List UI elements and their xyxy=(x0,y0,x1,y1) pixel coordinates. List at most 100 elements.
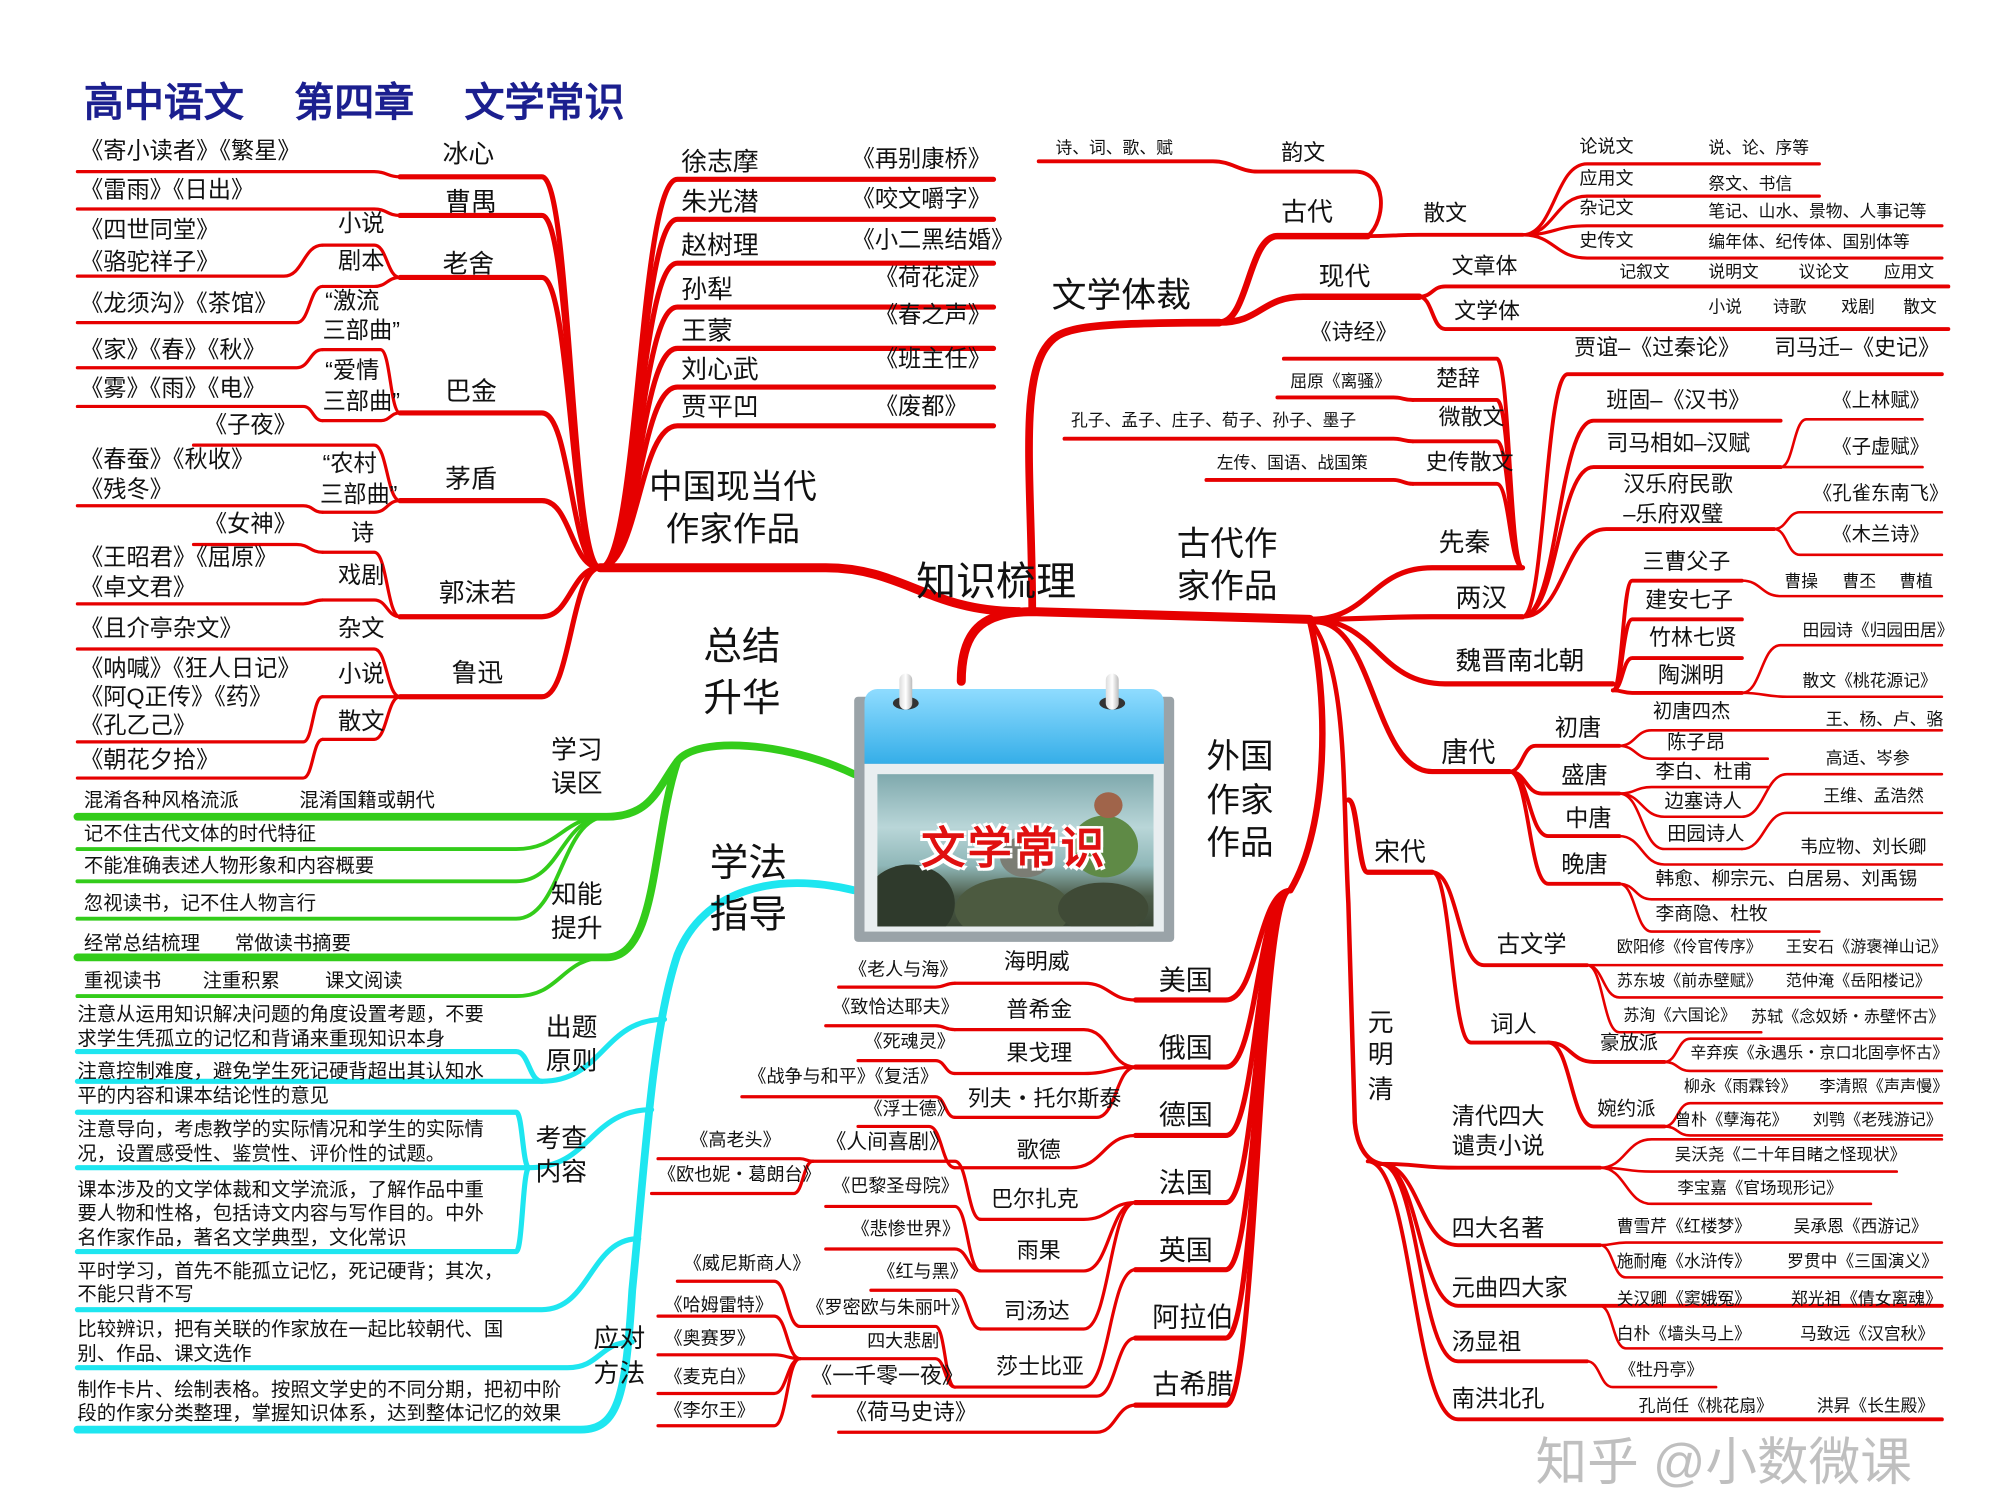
node-ancient-ymq-condemn-label-1: 谴责小说 xyxy=(1451,1132,1545,1159)
connector-line xyxy=(649,1159,815,1196)
connector-line xyxy=(1287,616,1326,894)
connector-line xyxy=(953,981,1138,1002)
center-calendar-image: 文学常识 xyxy=(854,673,1175,942)
node-ancient-weijin-groups-2: 竹林七贤 xyxy=(1649,626,1737,651)
node-modern-maodun-rural-1: 三部曲” xyxy=(319,481,398,507)
connector-line xyxy=(191,443,402,503)
connector-line xyxy=(1663,1060,1944,1073)
connector-line xyxy=(675,1279,802,1329)
node-ancient-weijin-cao-2: 曹植 xyxy=(1899,571,1933,591)
connector-line xyxy=(824,1204,983,1273)
connector-line xyxy=(811,1159,983,1221)
node-ancient-preqin-chuci: 楚辞 xyxy=(1436,367,1480,392)
node-foreign-england-name: 英国 xyxy=(1158,1236,1213,1266)
node-ancient-tang-names-4: 韩愈、柳宗元、白居易、刘禹锡 xyxy=(1655,869,1918,891)
node-ancient-preqin-label: 先秦 xyxy=(1438,528,1491,557)
connector-line xyxy=(75,647,402,699)
node-ancient-ymq-yuanqu-works-1: 郑光祖《倩女离魂》 xyxy=(1790,1288,1942,1309)
node-genres-ancient-types-1-1: 祭文、书信 xyxy=(1708,174,1793,194)
watermark: 知乎 @小数微课 xyxy=(1535,1434,1912,1492)
connector-line xyxy=(1520,527,1777,619)
node-modern-maodun-ziye: 《子夜》 xyxy=(203,411,297,438)
connector-line xyxy=(953,1028,1138,1069)
node-foreign-france-balzac-works-0: 《人间喜剧》 xyxy=(825,1131,950,1154)
node-ancient-tang-periods-3: 晚唐 xyxy=(1561,851,1608,878)
node-ancient-weijin-tao-0: 田园诗《归园田居》 xyxy=(1802,620,1954,640)
connector-line xyxy=(1598,1243,1944,1279)
connector-line xyxy=(1585,963,1763,1034)
node-genres-ancient-types-1-0: 应用文 xyxy=(1579,168,1634,189)
node-genres-ancient-label: 古代 xyxy=(1281,198,1333,227)
calendar-title: 文学常识 xyxy=(921,824,1108,874)
node-ancient-han-items-2: 班固–《汉书》 xyxy=(1606,388,1751,414)
node-ancient-han-yuefu-works-0: 《孔雀东南飞》 xyxy=(1812,482,1949,505)
node-ancient-han-items-3: 司马相如–汉赋 xyxy=(1606,431,1751,457)
node-ancient-weijin-groups-0: 三曹父子 xyxy=(1642,550,1731,575)
node-modern-luxun-novel-works-2: 《孔乙己》 xyxy=(79,712,197,738)
node-summary-improve-items-3: 注重积累 xyxy=(202,969,281,992)
connector-line xyxy=(397,274,603,571)
connector-line xyxy=(1546,1040,1667,1129)
node-ancient-ymq-condemn-works-2: 吴沃尧《二十年目睹之怪现状》 xyxy=(1674,1144,1906,1164)
connector-line xyxy=(1663,1125,1944,1137)
connector-line xyxy=(320,499,402,514)
connector-line xyxy=(1740,579,1944,598)
connector-line xyxy=(75,955,609,999)
node-foreign-england-tragedy-works-3: 《李尔王》 xyxy=(664,1400,755,1422)
node-genres-modern-essay-items-1: 说明文 xyxy=(1708,261,1759,282)
node-modern-others-0-work: 《再别康桥》 xyxy=(851,145,991,172)
node-foreign-france-balzac-works-2: 《欧也妮・葛朗台》 xyxy=(658,1164,821,1185)
node-genres-modern-essay-items-0: 记叙文 xyxy=(1619,261,1670,282)
node-ancient-tang-poets-2: 李白、杜甫 xyxy=(1655,760,1753,783)
node-genres-ancient-verse-items: 诗、词、歌、赋 xyxy=(1055,137,1173,158)
node-genres-modern-literary-items-1: 诗歌 xyxy=(1772,296,1807,317)
node-modern-luxun-zawen-works: 《且介亭杂文》 xyxy=(79,615,243,642)
connector-line xyxy=(1740,643,1944,695)
connector-line xyxy=(1598,1304,1944,1350)
node-ancient-ymq-condemn-label-0: 清代四大 xyxy=(1451,1102,1545,1129)
node-ancient-tang-names-1: 高适、岑参 xyxy=(1825,748,1910,768)
connector-line xyxy=(1520,465,1783,619)
node-modern-laoshe-genres-0: 小说 xyxy=(338,210,385,236)
connector-line xyxy=(75,207,402,218)
connector-line xyxy=(1365,1159,1944,1422)
connector-line xyxy=(595,563,1024,617)
connector-line xyxy=(1740,772,1944,819)
connector-line xyxy=(811,1336,1138,1398)
node-ancient-tang-poets-0: 初唐四杰 xyxy=(1652,700,1731,723)
node-ancient-han-yuefu-works-1: 《木兰诗》 xyxy=(1832,523,1930,546)
node-summary-improve-items-1: 常做读书摘要 xyxy=(234,932,351,955)
node-modern-maodun-rural-works-1: 《残冬》 xyxy=(79,475,173,502)
connector-line xyxy=(74,1107,655,1171)
node-method-strategy-items-2-0: 制作卡片、绘制表格。按照文学史的不同分期，把初中阶 xyxy=(77,1378,562,1401)
node-ancient-tang-periods-1: 盛唐 xyxy=(1561,762,1608,789)
node-foreign-russia-name: 俄国 xyxy=(1158,1033,1213,1064)
node-method-principles-label-0: 出题 xyxy=(545,1013,598,1043)
node-modern-bajin-love-0: “爱情 xyxy=(325,357,380,383)
connector-line xyxy=(1417,294,1951,331)
calendar-ring-icon xyxy=(1105,673,1119,710)
node-modern-guomoruo-drama-works-1: 《卓文君》 xyxy=(79,573,197,600)
connector-line xyxy=(74,1109,532,1171)
connector-line xyxy=(953,1133,1138,1170)
connector-line xyxy=(1618,834,1944,866)
node-modern-luxun-novel: 小说 xyxy=(338,660,385,687)
connector-line xyxy=(1365,232,1525,239)
node-genres-modern-literary: 文学体 xyxy=(1454,299,1520,325)
node-ancient-tang-poets-3: 边塞诗人 xyxy=(1664,790,1742,813)
node-genres-modern-literary-items-3: 散文 xyxy=(1903,296,1937,317)
node-hubs-knowledge: 知识梳理 xyxy=(916,558,1077,604)
node-foreign-germany-work: 《浮士德》 xyxy=(864,1098,955,1120)
node-genres-ancient-prose: 散文 xyxy=(1423,201,1468,227)
connector-line xyxy=(75,243,325,278)
node-ancient-ymq-classics-label: 四大名著 xyxy=(1451,1215,1545,1242)
node-genres-ancient-types-3-0: 史传文 xyxy=(1579,230,1634,251)
node-ancient-song-prose-works-4: 苏洵《六国论》 xyxy=(1623,1006,1737,1025)
node-summary-pitfalls-items-1: 混淆国籍或朝代 xyxy=(299,789,435,812)
node-method-content-label-1: 内容 xyxy=(535,1158,588,1187)
node-modern-laoshe-genres-1: 剧本 xyxy=(338,247,385,274)
node-method-content-items-1-0: 课本涉及的文学体裁和文学流派，了解作品中重 xyxy=(77,1178,484,1201)
node-method-strategy-items-0-0: 平时学习，首先不能孤立记忆，死记硬背；其次， xyxy=(77,1260,504,1283)
node-ancient-tang-poets-4: 田园诗人 xyxy=(1667,822,1745,845)
